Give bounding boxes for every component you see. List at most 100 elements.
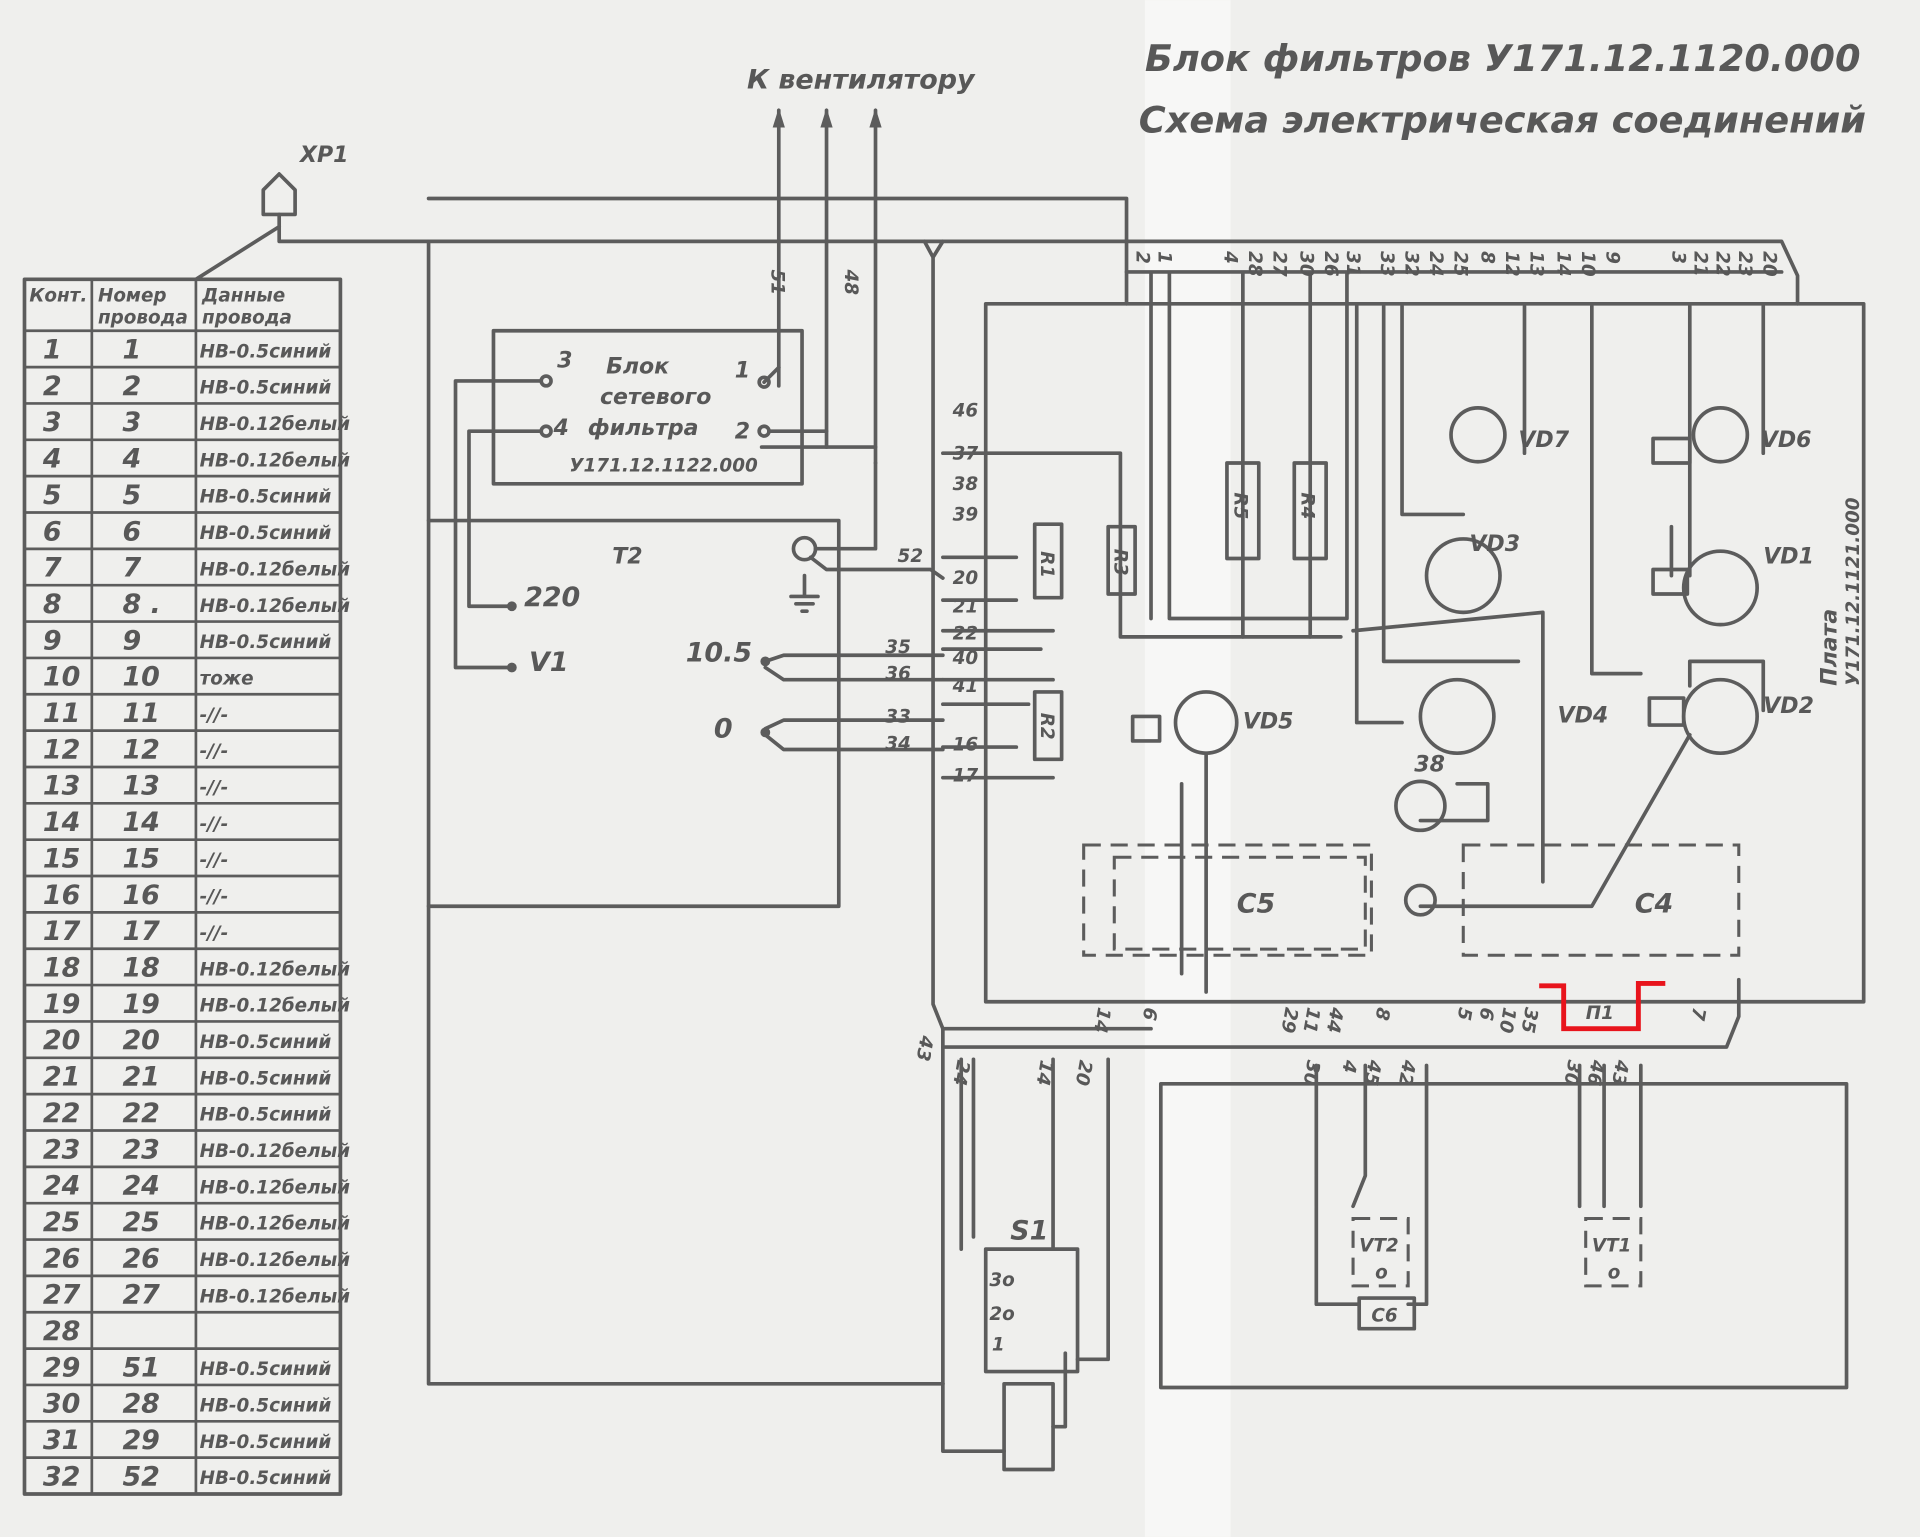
filter-name-1: Блок <box>606 355 670 380</box>
tap-v1: V1 <box>529 647 569 678</box>
board-top-wire-21: 21 <box>1690 251 1711 277</box>
board: Плата У171.12.1121.000 <box>941 270 1866 1004</box>
table-cell-wire-data: -//- <box>200 887 229 908</box>
vt1-label: VT1 <box>1592 1236 1632 1257</box>
table-header: Конт. <box>29 285 87 306</box>
wire-label-20: 20 <box>953 568 979 589</box>
table-cell-wire-number: 51 <box>122 1352 159 1383</box>
table-cell-contact: 19 <box>43 989 80 1020</box>
v38-label: 38 <box>1414 753 1445 778</box>
s1-label: S1 <box>1010 1215 1048 1246</box>
resistor-r3 <box>1106 524 1137 596</box>
table-cell-wire-data: НВ-0.5синий <box>200 378 332 399</box>
table-cell-contact: 15 <box>43 843 80 874</box>
filter-name-3: фильтра <box>588 416 699 441</box>
board-bottom-wire-10: 10 <box>1494 1006 1519 1035</box>
wire-label-38: 38 <box>953 474 979 495</box>
vd1-label: VD1 <box>1763 544 1814 569</box>
r4-label: R4 <box>1297 492 1318 519</box>
table-cell-contact: 32 <box>43 1461 80 1492</box>
table-cell-contact: 23 <box>43 1134 80 1165</box>
tap-220: 220 <box>524 582 580 613</box>
wire-48: 48 <box>840 269 861 296</box>
resistor-r1 <box>1032 522 1064 600</box>
table-cell-contact: 25 <box>43 1207 80 1238</box>
table-cell-wire-data: НВ-0.12белый <box>200 1214 351 1235</box>
component-38 <box>1394 779 1447 833</box>
table-cell-contact: 12 <box>43 734 80 765</box>
paper-fold <box>1144 0 1231 1537</box>
board-top-wire-14: 14 <box>1553 251 1574 277</box>
board-top-wire-27: 27 <box>1268 251 1289 277</box>
table-cell-contact: 10 <box>43 662 80 693</box>
table-cell-wire-number: 14 <box>122 807 159 838</box>
table-cell-wire-data: -//- <box>200 850 229 871</box>
diode-vd4 <box>1418 677 1496 756</box>
table-cell-wire-data: НВ-0.5синий <box>200 1032 332 1053</box>
table-cell-wire-data: НВ-0.12белый <box>200 1286 351 1307</box>
table-cell-contact: 2 <box>43 371 62 402</box>
table-cell-contact: 22 <box>43 1098 80 1129</box>
table-cell-contact: 14 <box>43 807 80 838</box>
diode-vd3 <box>1424 537 1502 615</box>
table-cell-wire-data: НВ-0.12белый <box>200 1141 351 1162</box>
network-filter-block: Блок сетевого фильтра У171.12.1122.000 3… <box>453 269 878 670</box>
s1-pin-3: 3o <box>989 1270 1014 1291</box>
table-cell-wire-number: 12 <box>122 734 159 765</box>
table-cell-wire-data: -//- <box>200 705 229 726</box>
board-top-wire-25: 25 <box>1450 251 1471 277</box>
table-cell-wire-data: -//- <box>200 741 229 762</box>
board-top-wire-9: 9 <box>1602 251 1623 264</box>
filter-pin-1: 1 <box>735 358 750 383</box>
filter-pin-2: 2 <box>735 420 750 445</box>
c4-label: C4 <box>1635 888 1674 919</box>
table-cell-wire-number: 11 <box>122 698 159 729</box>
vd4-label: VD4 <box>1558 704 1609 729</box>
table-cell-contact: 29 <box>43 1352 80 1383</box>
wire-label-36: 36 <box>885 664 911 685</box>
table-cell-wire-number: 5 <box>122 480 141 511</box>
board-bottom-wire-44: 44 <box>1322 1005 1347 1035</box>
s1-pin-1: 1 <box>992 1335 1005 1356</box>
table-header: провода <box>98 307 188 328</box>
table-cell-wire-number: 13 <box>122 771 159 802</box>
table-cell-wire-data: -//- <box>200 778 229 799</box>
resistor-r2 <box>1032 690 1064 762</box>
table-cell-wire-number: 17 <box>122 916 160 947</box>
lower-bus-wire-43: 43 <box>911 1033 936 1063</box>
table-cell-wire-data: НВ-0.5синий <box>200 1068 332 1089</box>
board-top-wire-8: 8 <box>1477 251 1498 264</box>
table-cell-contact: 11 <box>43 698 80 729</box>
table-cell-wire-number: 18 <box>122 953 159 984</box>
transistor-compartment: VT2 o C6 VT1 o <box>1158 1063 1849 1390</box>
table-cell-wire-number: 21 <box>122 1062 159 1093</box>
table-cell-wire-data: -//- <box>200 814 229 835</box>
resistors: R1 R2 R3 R5 R4 <box>1032 461 1328 762</box>
r2-label: R2 <box>1036 713 1057 740</box>
board-bottom-wire-35: 35 <box>1516 1006 1541 1035</box>
table-header: Номер <box>98 285 167 306</box>
board-top-wire-4: 4 <box>1219 250 1240 264</box>
r3-label: R3 <box>1109 549 1130 576</box>
table-cell-wire-data: НВ-0.12белый <box>200 959 351 980</box>
board-bottom-wire-5: 5 <box>1452 1006 1475 1022</box>
board-top-wire-31: 31 <box>1342 251 1363 277</box>
board-top-wire-32: 32 <box>1401 251 1422 277</box>
table-cell-wire-number: 27 <box>122 1280 160 1311</box>
wire-label-33: 33 <box>885 707 911 728</box>
board-code: У171.12.1121.000 <box>1843 497 1864 686</box>
table-cell-wire-number: 10 <box>122 662 159 693</box>
table-cell-contact: 27 <box>43 1280 81 1311</box>
board-bottom-wire-11: 11 <box>1298 1006 1323 1035</box>
wire-51: 51 <box>766 270 787 296</box>
c5-label: C5 <box>1237 888 1276 919</box>
board-top-wire-2: 2 <box>1131 251 1152 264</box>
s1-pin-2: 2o <box>989 1304 1014 1325</box>
table-cell-contact: 4 <box>42 444 62 475</box>
c6-label: C6 <box>1371 1305 1397 1326</box>
board-top-wire-33: 33 <box>1376 251 1397 277</box>
board-top-wire-13: 13 <box>1526 251 1547 277</box>
table-cell-wire-data: НВ-0.5синий <box>200 1105 332 1126</box>
